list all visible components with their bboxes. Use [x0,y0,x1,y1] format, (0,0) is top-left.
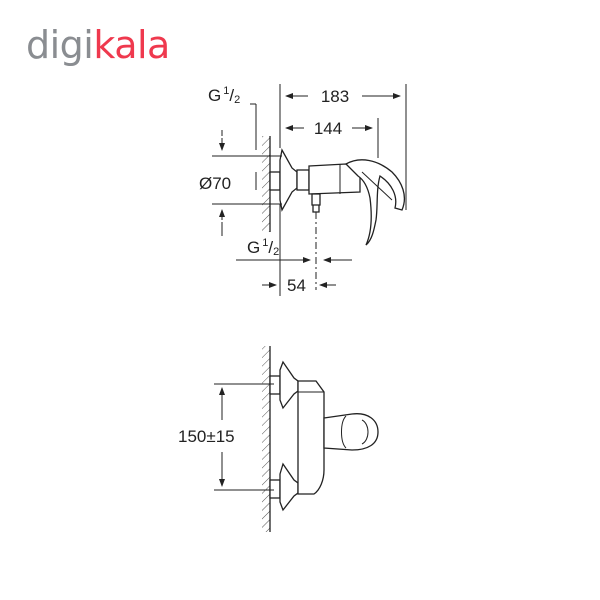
side-view-lever [344,159,406,246]
side-view-wall [262,136,271,232]
front-view-wall [262,346,271,532]
side-view-flange [279,148,298,212]
side-view [212,84,407,296]
logo-text-kala: kala [93,23,170,67]
logo-text-digi: digi [26,23,94,67]
front-view [214,346,379,532]
dim-54-label: 54 [287,276,306,295]
front-view-flange-top [279,360,299,410]
front-view-flange-bottom [279,462,299,512]
side-view-outlet [311,193,321,213]
digikala-logo[interactable]: digikala [26,22,170,68]
dim-diameter-label: Ø70 [199,174,231,193]
dim-183-label: 183 [321,87,349,106]
front-view-connector-bottom [269,479,281,499]
front-view-body [297,380,325,495]
side-view-nut [296,169,310,191]
thread-top-leader [250,103,257,190]
dim-150-label: 150±15 [178,427,235,446]
side-view-connector [269,171,281,191]
front-view-handle [323,413,379,451]
front-view-connector-top [269,375,281,395]
dim-144-label: 144 [314,119,342,138]
